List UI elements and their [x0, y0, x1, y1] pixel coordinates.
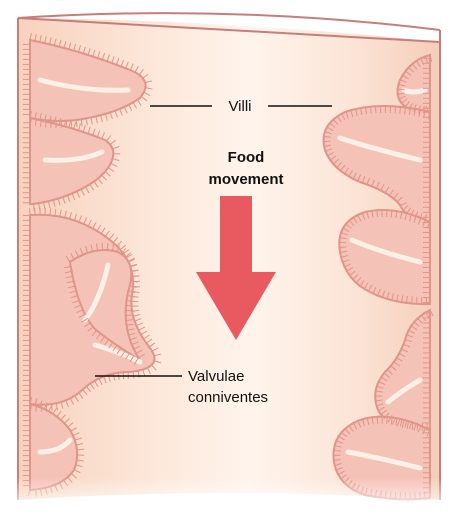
villus-stroke	[125, 320, 133, 321]
villus-stroke	[107, 243, 108, 251]
villus-stroke	[338, 247, 346, 248]
villus-stroke	[125, 305, 133, 306]
food-label-line2: movement	[208, 171, 283, 188]
villus-stroke	[375, 105, 376, 113]
villus-stroke	[397, 89, 405, 90]
valvulae-label-line1: Valvulae	[188, 368, 244, 385]
valvulae-label-line2: conniventes	[188, 389, 268, 406]
villus-stroke	[395, 105, 396, 113]
villi-label: Villi	[228, 98, 251, 115]
villus-stroke	[51, 120, 52, 128]
villus-stroke	[71, 120, 72, 128]
villus-stroke	[45, 208, 46, 216]
villus-stroke	[323, 141, 331, 142]
villus-stroke	[34, 203, 35, 211]
villus-stroke	[377, 209, 378, 217]
food-label-line1: Food	[228, 149, 265, 166]
villus-stroke	[46, 119, 47, 127]
villus-stroke	[30, 208, 31, 216]
villus-stroke	[412, 297, 413, 305]
villus-stroke	[130, 270, 138, 271]
